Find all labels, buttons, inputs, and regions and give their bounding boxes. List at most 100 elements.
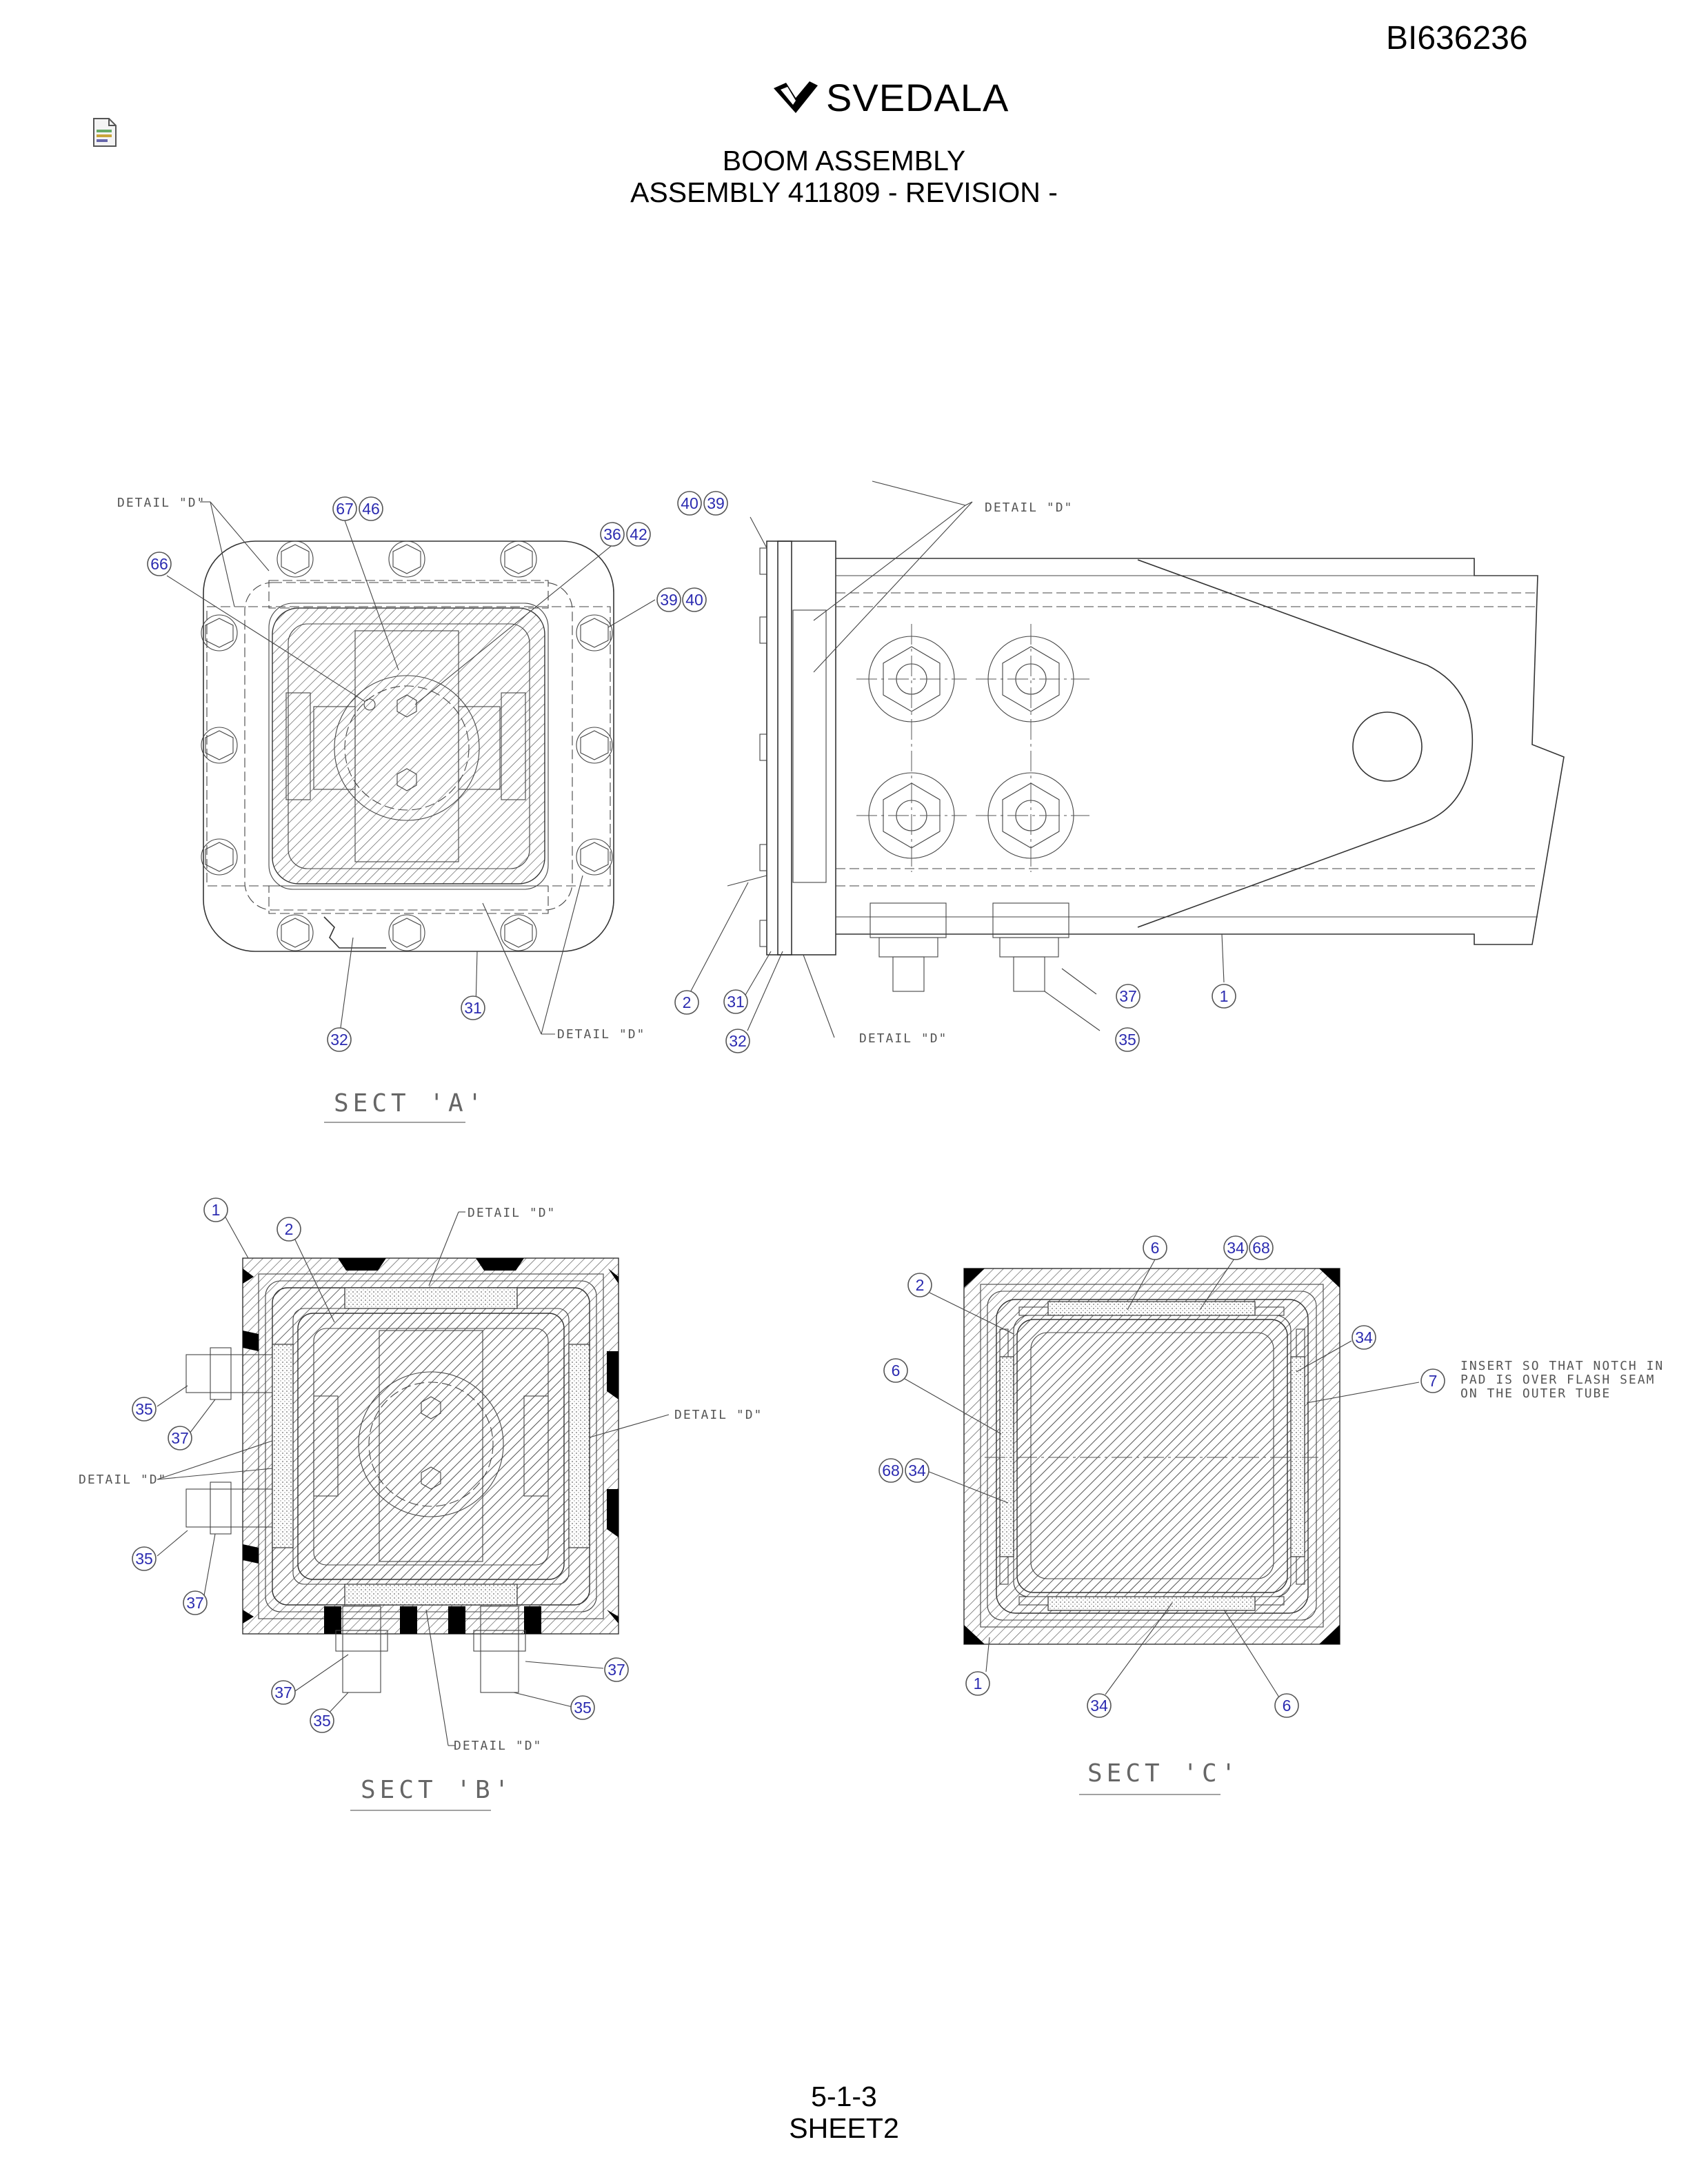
item-balloon-number: 6 xyxy=(892,1362,901,1379)
section-a-label: SECT 'A' xyxy=(334,1089,486,1118)
item-balloon-s-37: 37 xyxy=(1116,984,1141,1009)
section-a-view: DETAIL "D" DETAIL "D" SECT 'A' xyxy=(117,496,656,1123)
item-balloon-b-37b: 37 xyxy=(183,1590,208,1615)
item-balloon-a-36: 36 xyxy=(600,522,625,547)
section-a-detail-d-note-top: DETAIL "D" xyxy=(117,496,205,510)
item-balloon-number: 34 xyxy=(1355,1328,1373,1346)
item-balloon-number: 67 xyxy=(336,500,354,518)
item-balloon-number: 31 xyxy=(464,999,482,1017)
side-view-detail-d-note-bottom: DETAIL "D" xyxy=(859,1031,947,1046)
section-b-detail-d-note-bottom: DETAIL "D" xyxy=(454,1739,542,1753)
item-balloon-c-6c: 6 xyxy=(1274,1693,1299,1718)
document-file-icon[interactable] xyxy=(92,117,117,148)
item-balloon-number: 6 xyxy=(1151,1239,1160,1257)
item-balloon-b-37c: 37 xyxy=(271,1680,296,1705)
item-balloon-number: 37 xyxy=(1119,987,1137,1005)
item-balloon-s-40: 40 xyxy=(677,491,702,516)
item-balloon-c-68b: 68 xyxy=(878,1458,903,1483)
item-balloon-b-2: 2 xyxy=(277,1217,301,1242)
item-balloon-a-67: 67 xyxy=(332,496,357,521)
boom-side-view: DETAIL "D" DETAIL "D" xyxy=(687,481,1565,1046)
item-balloon-a-46: 46 xyxy=(359,496,383,521)
item-balloon-b-35d: 35 xyxy=(570,1695,595,1720)
item-balloon-c-34a: 34 xyxy=(1223,1235,1248,1260)
item-balloon-a-32: 32 xyxy=(327,1027,352,1052)
item-balloon-number: 2 xyxy=(683,993,692,1011)
item-balloon-number: 46 xyxy=(362,500,380,518)
item-balloon-number: 34 xyxy=(908,1462,926,1479)
item-balloon-c-2: 2 xyxy=(907,1273,932,1297)
item-balloon-s-39: 39 xyxy=(703,491,728,516)
item-balloon-number: 2 xyxy=(916,1276,925,1294)
brand-logo: SVEDALA xyxy=(772,74,1009,120)
item-balloon-number: 31 xyxy=(727,993,745,1011)
item-balloon-c-34d: 34 xyxy=(1087,1693,1112,1718)
svedala-logo-icon xyxy=(774,81,818,113)
item-balloon-s-35: 35 xyxy=(1115,1027,1140,1052)
item-balloon-c-6b: 6 xyxy=(883,1358,908,1383)
item-balloon-number: 35 xyxy=(135,1550,153,1568)
item-balloon-number: 39 xyxy=(660,591,678,609)
drawing-title: BOOM ASSEMBLY ASSEMBLY 411809 - REVISION… xyxy=(0,145,1688,208)
item-balloon-number: 35 xyxy=(135,1400,153,1418)
item-balloon-number: 1 xyxy=(212,1201,221,1219)
item-balloon-number: 32 xyxy=(330,1031,348,1049)
item-balloon-number: 1 xyxy=(1220,987,1229,1005)
section-b-view: DETAIL "D" DETAIL "D" DETAIL "D" DETAIL … xyxy=(79,1206,763,1811)
sheet-number: SHEET2 xyxy=(789,2112,899,2144)
item-balloon-c-1: 1 xyxy=(965,1671,990,1696)
page-number: 5-1-3 xyxy=(811,2081,877,2112)
item-balloon-number: 34 xyxy=(1090,1697,1108,1715)
item-balloon-a-40: 40 xyxy=(682,587,707,612)
section-c-note-line1: INSERT SO THAT NOTCH IN xyxy=(1460,1359,1664,1373)
section-b-detail-d-note-left: DETAIL "D" xyxy=(79,1473,167,1487)
item-balloon-s-32: 32 xyxy=(725,1029,750,1053)
item-balloon-number: 68 xyxy=(1252,1239,1270,1257)
item-balloon-number: 2 xyxy=(285,1220,294,1238)
section-b-detail-d-note-top: DETAIL "D" xyxy=(468,1206,556,1220)
title-line-1: BOOM ASSEMBLY xyxy=(722,145,966,176)
item-balloon-a-39: 39 xyxy=(656,587,681,612)
item-balloon-c-68a: 68 xyxy=(1249,1235,1274,1260)
item-balloon-b-37a: 37 xyxy=(168,1426,192,1450)
item-balloon-c-34b: 34 xyxy=(1352,1325,1376,1350)
item-balloon-number: 1 xyxy=(974,1675,983,1692)
item-balloon-b-35a: 35 xyxy=(132,1397,157,1422)
item-balloon-c-7: 7 xyxy=(1420,1368,1445,1393)
item-balloon-number: 35 xyxy=(1118,1031,1136,1049)
page-footer: 5-1-3 SHEET2 xyxy=(0,2081,1688,2144)
item-balloon-b-35b: 35 xyxy=(132,1546,157,1571)
section-c-view: INSERT SO THAT NOTCH IN PAD IS OVER FLAS… xyxy=(904,1258,1664,1795)
item-balloon-number: 37 xyxy=(607,1661,625,1679)
item-balloon-c-34c: 34 xyxy=(905,1458,930,1483)
item-balloon-a-42: 42 xyxy=(626,522,651,547)
item-balloon-s-2: 2 xyxy=(674,990,699,1015)
section-c-note-line2: PAD IS OVER FLASH SEAM xyxy=(1460,1373,1655,1387)
item-balloon-c-6a: 6 xyxy=(1143,1235,1167,1260)
item-balloon-number: 36 xyxy=(603,525,621,543)
section-b-label: SECT 'B' xyxy=(361,1776,513,1804)
item-balloon-number: 66 xyxy=(150,555,168,573)
item-balloon-number: 37 xyxy=(171,1429,189,1447)
item-balloon-number: 40 xyxy=(681,494,699,512)
item-balloon-number: 37 xyxy=(186,1594,204,1612)
item-balloon-b-35c: 35 xyxy=(310,1708,334,1733)
side-view-detail-d-note-top: DETAIL "D" xyxy=(985,501,1073,515)
item-balloon-number: 34 xyxy=(1227,1239,1245,1257)
item-balloon-a-66: 66 xyxy=(147,552,172,576)
item-balloon-b-1: 1 xyxy=(203,1197,228,1222)
item-balloon-number: 35 xyxy=(574,1699,592,1717)
item-balloon-number: 39 xyxy=(707,494,725,512)
section-b-detail-d-note-right: DETAIL "D" xyxy=(674,1408,763,1422)
item-balloon-number: 7 xyxy=(1429,1372,1438,1390)
item-balloon-number: 68 xyxy=(882,1462,900,1479)
item-balloon-s-1: 1 xyxy=(1212,984,1236,1009)
section-c-note-line3: ON THE OUTER TUBE xyxy=(1460,1386,1611,1401)
item-balloon-number: 40 xyxy=(685,591,703,609)
document-id: BI636236 xyxy=(1386,20,1528,57)
item-balloon-b-37d: 37 xyxy=(604,1657,629,1682)
item-balloon-number: 42 xyxy=(630,525,647,543)
title-line-2: ASSEMBLY 411809 - REVISION - xyxy=(630,176,1058,208)
item-balloon-number: 32 xyxy=(729,1032,747,1050)
